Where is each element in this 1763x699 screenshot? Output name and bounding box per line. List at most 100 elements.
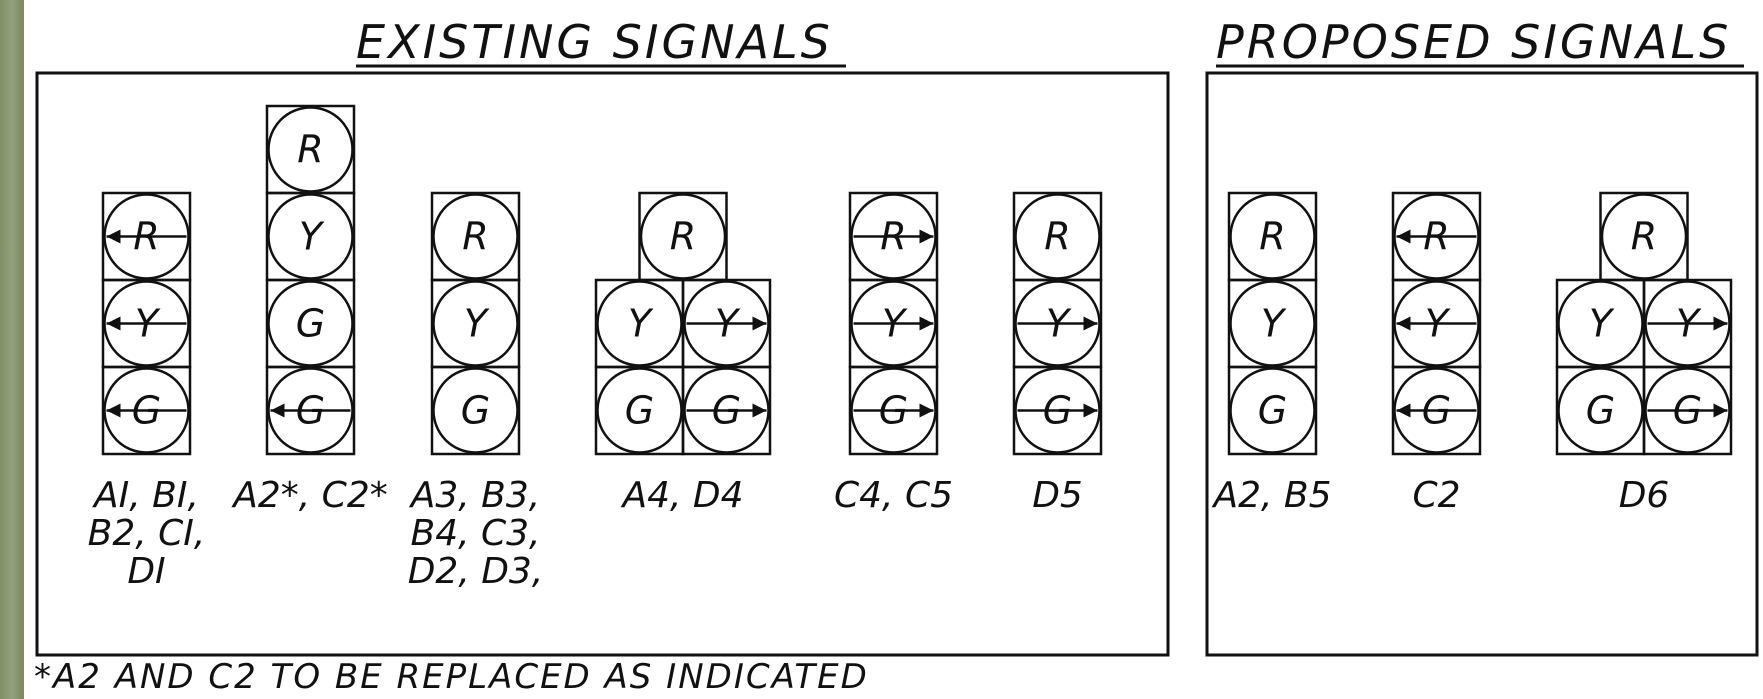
lamp-letter: R — [462, 215, 488, 259]
signal-label-a1: AI, BI,B2, CI,DI — [88, 475, 206, 592]
signal-label-line: AI, BI, — [92, 475, 199, 516]
arrow-left-icon — [270, 403, 285, 418]
pd6-lamp-r: R — [1599, 191, 1689, 282]
pd6-lamp-g-arrow-right: G — [1642, 365, 1733, 456]
arrow-right-icon — [1083, 316, 1098, 331]
lamp-lens — [596, 367, 683, 454]
signal-label-d5: D5 — [1032, 475, 1083, 516]
signal-label-line: C4, C5 — [834, 475, 953, 516]
signal-label-pd6: D6 — [1619, 475, 1670, 516]
existing-signals-frame — [35, 71, 1170, 657]
signal-label-line: D5 — [1032, 475, 1083, 516]
a3-lamp-g: G — [430, 365, 521, 456]
arrow-left-icon — [1396, 229, 1411, 244]
c4-lamp-y-arrow-right: Y — [848, 278, 939, 369]
arrow-right-icon — [919, 316, 934, 331]
a1-lamp-r-arrow-left: R — [101, 191, 192, 282]
lamp-housing — [681, 365, 772, 456]
arrow-left-icon — [1396, 403, 1411, 418]
a4-lamp-y: Y — [594, 278, 685, 369]
lamp-housing — [101, 365, 192, 456]
lamp-letter: R — [1044, 215, 1070, 259]
signal-label-a3: A3, B3,B4, C3,D2, D3, — [408, 475, 544, 592]
arrow-right-icon — [1083, 403, 1098, 418]
lamp-lens — [432, 193, 519, 280]
a2-lamp-g-arrow-left: G — [265, 365, 356, 456]
pc2-lamp-y-arrow-left: Y — [1391, 278, 1482, 369]
lamp-lens — [432, 280, 519, 367]
lamp-lens — [432, 367, 519, 454]
lamp-lens — [1229, 193, 1316, 280]
lamp-housing — [265, 365, 356, 456]
lamp-housing — [1227, 365, 1318, 456]
pa2-lamp-g: G — [1227, 365, 1318, 456]
lamp-lens — [1600, 193, 1688, 280]
arrow-right-icon — [1713, 403, 1728, 418]
lamp-letter: Y — [628, 302, 654, 346]
lamp-letter: Y — [1589, 302, 1615, 346]
lamp-letter: Y — [299, 215, 325, 259]
lamp-letter: G — [296, 302, 325, 346]
a2-lamp-y: Y — [265, 191, 356, 282]
signal-label-line: A2*, C2* — [231, 475, 387, 516]
lamp-lens — [267, 193, 354, 280]
a4-lamp-g-arrow-right: G — [681, 365, 772, 456]
signal-label-line: C2 — [1412, 475, 1460, 516]
lamp-letter: Y — [1261, 302, 1287, 346]
lamp-letter: G — [1586, 389, 1615, 433]
arrow-right-icon — [1713, 316, 1728, 331]
signal-label-line: A3, B3, — [409, 475, 540, 516]
a4-lamp-y-arrow-right: Y — [681, 278, 772, 369]
lamp-letter: G — [625, 389, 654, 433]
lamp-lens — [1229, 367, 1316, 454]
signal-label-pa2: A2, B5 — [1211, 475, 1331, 516]
signal-label-line: A4, D4 — [620, 475, 743, 516]
pa2-lamp-r: R — [1227, 191, 1318, 282]
proposed-signals-frame — [1205, 71, 1759, 657]
a4-lamp-g: G — [594, 365, 685, 456]
lamp-lens — [1557, 367, 1644, 454]
arrow-left-icon — [106, 316, 121, 331]
a1-lamp-g-arrow-left: G — [101, 365, 192, 456]
lamp-housing — [1642, 365, 1733, 456]
lamp-letter: G — [461, 389, 490, 433]
lamp-housing — [1012, 365, 1103, 456]
signal-label-line: B2, CI, — [88, 513, 206, 554]
lamp-letter: R — [670, 215, 696, 259]
lamp-letter: R — [1259, 215, 1285, 259]
arrow-right-icon — [919, 229, 934, 244]
replacement-footnote: *A2 AND C2 TO BE REPLACED AS INDICATED — [34, 657, 869, 697]
arrow-right-icon — [919, 403, 934, 418]
lamp-letter: G — [1258, 389, 1287, 433]
d5-lamp-g-arrow-right: G — [1012, 365, 1103, 456]
signal-pa2: RYG A2, B5 — [1211, 191, 1332, 516]
lamp-lens — [1557, 280, 1644, 367]
arrow-left-icon — [106, 403, 121, 418]
a2-lamp-g: G — [265, 278, 356, 369]
lamp-lens — [267, 280, 354, 367]
pc2-lamp-r-arrow-left: R — [1391, 191, 1482, 282]
proposed-signals-title: PROPOSED SIGNALS — [1216, 15, 1731, 69]
c4-lamp-g-arrow-right: G — [848, 365, 939, 456]
signal-label-line: D2, D3, — [408, 551, 544, 592]
arrow-right-icon — [752, 316, 767, 331]
lamp-lens — [639, 193, 727, 280]
lamp-lens — [596, 280, 683, 367]
arrow-left-icon — [1396, 316, 1411, 331]
signal-label-line: DI — [127, 551, 165, 592]
a4-lamp-r: R — [638, 191, 728, 282]
signal-label-c4: C4, C5 — [834, 475, 953, 516]
pd6-lamp-y: Y — [1555, 278, 1646, 369]
lamp-housing — [430, 365, 521, 456]
signal-label-line: D6 — [1619, 475, 1670, 516]
signal-label-a2: A2*, C2* — [231, 475, 387, 516]
pd6-lamp-y-arrow-right: Y — [1642, 278, 1733, 369]
